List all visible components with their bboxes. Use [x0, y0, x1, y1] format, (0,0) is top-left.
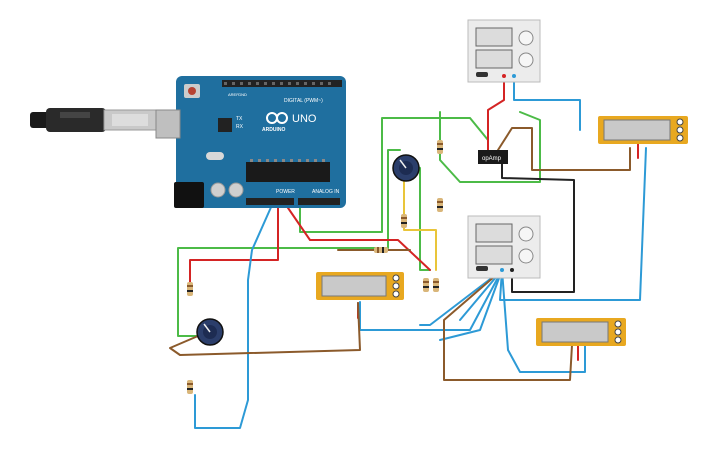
resistor-icon [401, 214, 407, 228]
opamp-label: opAmp [482, 156, 502, 162]
wire-brown-1[interactable] [497, 127, 631, 171]
power-header-label: POWER [276, 189, 295, 195]
wire-blue-1[interactable] [194, 204, 273, 429]
opamp-chip[interactable]: opAmp [478, 150, 508, 164]
resistor-icon [187, 380, 193, 394]
arduino-uno-board[interactable]: DIGITAL (PWM~) AREF GND TX RX ARDUINO UN… [155, 76, 346, 208]
wire-blue-6[interactable] [499, 147, 647, 301]
wire-black-1[interactable] [501, 161, 575, 293]
wire-red-1[interactable] [189, 204, 279, 283]
digital-header-label: DIGITAL (PWM~) [284, 98, 323, 104]
arduino-logo [266, 112, 288, 124]
analog-header-label: ANALOG IN [312, 189, 340, 195]
wire-brown-3[interactable] [443, 269, 573, 381]
potentiometer-knob-icon[interactable] [392, 154, 420, 182]
gnd-label: GND [238, 92, 247, 97]
multimeter-top-right[interactable] [598, 116, 688, 144]
power-supply-bottom[interactable] [467, 215, 541, 279]
potentiometer-knob-icon[interactable] [196, 318, 224, 346]
wire-blue-7[interactable] [501, 269, 586, 373]
usb-plug-icon[interactable] [30, 108, 157, 132]
wire-red-3[interactable] [487, 75, 505, 153]
tx-label: TX [236, 116, 243, 122]
resistor-icon [433, 278, 439, 292]
aref-label: AREF [228, 92, 239, 97]
resistor-icon [187, 282, 193, 296]
wire-blue-8[interactable] [439, 269, 503, 341]
arduino-logo-text: ARDUINO [262, 127, 285, 133]
wire-brown-2[interactable] [169, 302, 361, 356]
wire-green-2[interactable] [439, 111, 541, 183]
wire-blue-4[interactable] [359, 269, 503, 331]
wire-blue-3[interactable] [419, 269, 503, 326]
atmega-chip [246, 162, 330, 182]
wire-green-3[interactable] [177, 149, 401, 337]
analog-header[interactable] [298, 198, 340, 205]
wire-blue-2[interactable] [513, 75, 581, 131]
multimeter-middle[interactable] [316, 272, 404, 300]
wire-red-2[interactable] [285, 204, 431, 271]
resistor-icon [374, 247, 388, 253]
power-supply-top[interactable] [467, 19, 541, 83]
power-header[interactable] [246, 198, 294, 205]
resistor-icon [437, 140, 443, 154]
arduino-model-text: UNO [292, 113, 317, 125]
multimeter-bottom-right[interactable] [536, 318, 626, 346]
resistor-icon [423, 278, 429, 292]
resistor-icon [437, 198, 443, 212]
wire-yellow-1[interactable] [403, 179, 437, 271]
rx-label: RX [236, 124, 244, 130]
